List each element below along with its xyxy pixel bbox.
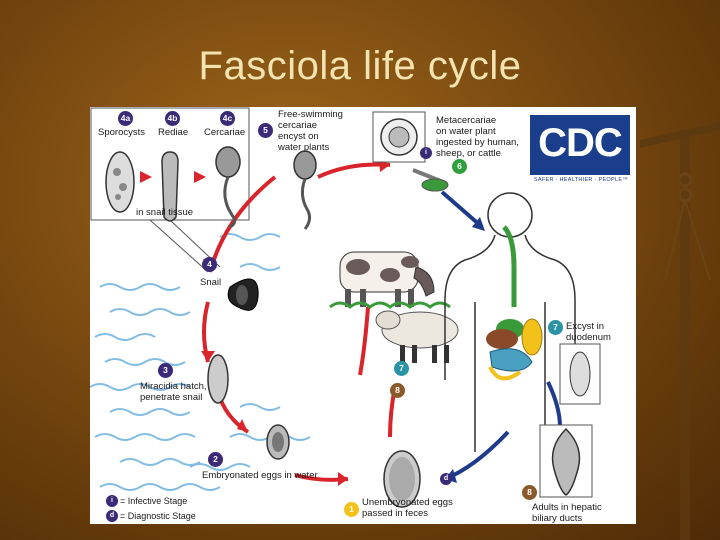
- stage-5-line4: water plants: [278, 142, 330, 153]
- stage-6-line1: Metacercariae: [436, 115, 497, 126]
- stage-8-badge: 8: [522, 485, 537, 500]
- stage-3-line2: penetrate snail: [140, 392, 203, 403]
- cow-illustration: [329, 251, 451, 309]
- balance-scale-decoration: [640, 122, 720, 540]
- stage-1-line2: passed in feces: [362, 508, 429, 519]
- stage-4c-badge: 4c: [220, 111, 235, 126]
- cercariae-label: Cercariae: [204, 127, 246, 138]
- snail-illustration: [227, 278, 259, 311]
- stage-1-line1: Unembryonated eggs: [362, 497, 453, 508]
- stage-8-sheep-badge: 8: [390, 383, 405, 398]
- diagram-artwork: [90, 107, 601, 508]
- stage-3-badge: 3: [158, 363, 173, 378]
- legend-diagnostic-icon: d: [106, 510, 118, 522]
- cdc-logo: CDC SAFER · HEALTHIER · PEOPLE™: [530, 115, 632, 187]
- snail-label: Snail: [200, 277, 222, 288]
- sporocysts-label: Sporocysts: [98, 127, 145, 138]
- stage-4b-badge: 4b: [165, 111, 180, 126]
- stage-8-line1: Adults in hepatic: [532, 502, 602, 513]
- stage-5-badge: 5: [258, 123, 273, 138]
- excyst-line1: Excyst in: [566, 321, 605, 332]
- sheep-illustration: [375, 310, 459, 363]
- stage-5-line2: cercariae: [278, 120, 318, 131]
- legend-infective-label: = Infective Stage: [120, 496, 188, 506]
- stage-2-badge: 2: [208, 452, 223, 467]
- stage-6-line2: on water plant: [436, 126, 496, 137]
- stage-7-excyst-badge: 7: [548, 320, 563, 335]
- stage-4-badge: 4: [202, 257, 217, 272]
- stage-6-line3: ingested by human,: [436, 137, 519, 148]
- stage-6-line4: sheep, or cattle: [436, 148, 501, 159]
- legend-infective-icon: i: [106, 495, 118, 507]
- excyst-line2: duodenum: [566, 332, 611, 343]
- stage-7-sheep-badge: 7: [394, 361, 409, 376]
- life-cycle-diagram: CDC SAFER · HEALTHIER · PEOPLE™ 4a Sporo…: [90, 107, 636, 524]
- diagnostic-marker: d: [440, 473, 452, 485]
- stage-3-line1: Miracidia hatch,: [140, 381, 207, 392]
- snail-tissue-label: in snail tissue: [136, 207, 194, 218]
- rediae-label: Rediae: [158, 127, 189, 138]
- infective-marker: i: [420, 147, 432, 159]
- stage-6-badge: 6: [452, 159, 467, 174]
- stage-5-line3: encyst on: [278, 131, 319, 142]
- stage-5-line1: Free-swimming: [278, 109, 343, 120]
- slide-title: Fasciola life cycle: [198, 44, 522, 88]
- stage-1-badge: 1: [344, 502, 359, 517]
- legend-diagnostic-label: = Diagnostic Stage: [120, 511, 196, 521]
- stage-2-label: Embryonated eggs in water: [202, 470, 318, 481]
- stage-4a-badge: 4a: [118, 111, 133, 126]
- stage-8-line2: biliary ducts: [532, 513, 583, 524]
